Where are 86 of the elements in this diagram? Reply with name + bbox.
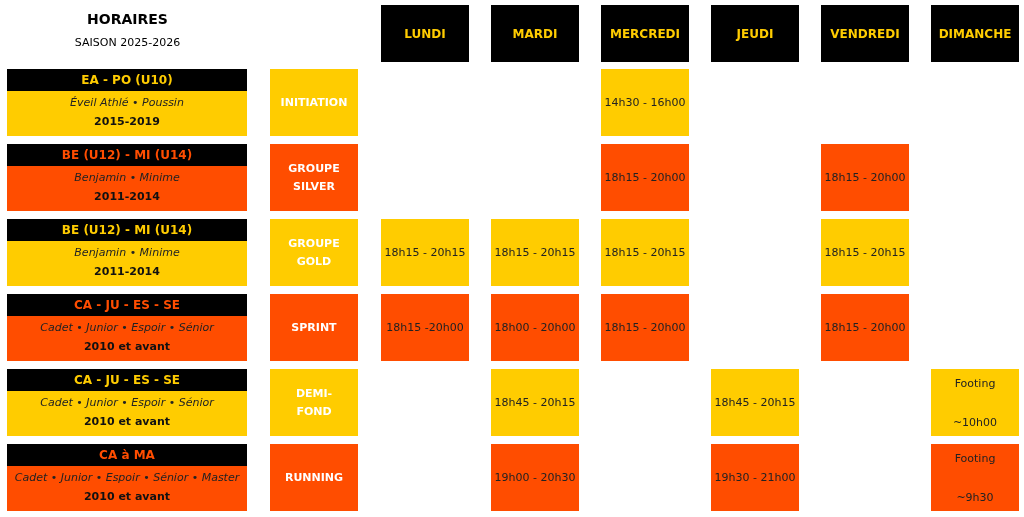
time-slot: [601, 219, 689, 286]
time-text: ~10h00: [952, 415, 998, 429]
time-slot: [931, 369, 1019, 436]
time-text: 18h15 - 20h00: [824, 171, 906, 184]
group-box: [270, 444, 358, 511]
time-text: 14h30 - 16h00: [604, 96, 686, 109]
day-name: LUNDI: [404, 26, 446, 41]
category-code: CA à MA: [99, 448, 155, 462]
time-text: 18h15 - 20h15: [384, 246, 466, 259]
time-slot: [381, 294, 469, 361]
time-text: 18h15 - 20h15: [494, 246, 576, 259]
day-header: [601, 5, 689, 62]
time-slot: [821, 219, 909, 286]
category-names: Benjamin • Minime: [74, 246, 180, 259]
day-name: DIMANCHE: [938, 26, 1012, 41]
time-slot: [491, 219, 579, 286]
time-text: 18h00 - 20h00: [494, 321, 576, 334]
category-names: Éveil Athlé • Poussin: [70, 96, 184, 109]
time-slot: [821, 144, 909, 211]
time-text: ~9h30: [956, 490, 994, 504]
category-code: CA - JU - ES - SE: [74, 373, 180, 387]
time-text: 18h15 - 20h00: [604, 171, 686, 184]
day-header: [821, 5, 909, 62]
time-slot: [491, 369, 579, 436]
group-name: RUNNING: [283, 469, 345, 486]
category-code: EA - PO (U10): [81, 73, 173, 87]
time-text: 18h15 - 20h00: [604, 321, 686, 334]
day-header: [711, 5, 799, 62]
time-text: 18h15 - 20h15: [604, 246, 686, 259]
time-text: 19h30 - 21h00: [714, 471, 796, 484]
day-header: [381, 5, 469, 62]
time-text: Footing: [954, 451, 996, 465]
day-name: VENDREDI: [830, 26, 900, 41]
category-card: [7, 144, 247, 211]
time-text: 18h45 - 20h15: [714, 396, 796, 409]
group-name: DEMI-FOND: [294, 385, 334, 420]
time-text: 18h15 -20h00: [386, 321, 464, 334]
group-name: SPRINT: [290, 319, 338, 336]
category-names: Cadet • Junior • Espoir • Sénior: [40, 396, 214, 409]
time-slot: [601, 294, 689, 361]
category-names: Cadet • Junior • Espoir • Sénior: [40, 321, 214, 334]
birth-years: 2010 et avant: [83, 340, 171, 353]
birth-years: 2010 et avant: [83, 415, 171, 428]
subtitle: SAISON 2025-2026: [73, 36, 182, 49]
time-slot: [491, 444, 579, 511]
category-names: Cadet • Junior • Espoir • Sénior • Master: [14, 471, 240, 484]
group-box: [270, 219, 358, 286]
day-name: MARDI: [512, 26, 558, 41]
group-name: GROUPE GOLD: [287, 235, 341, 270]
day-header: [491, 5, 579, 62]
day-name: JEUDI: [736, 26, 774, 41]
time-slot: [931, 444, 1019, 511]
time-text: Footing: [954, 376, 996, 390]
time-text: 19h00 - 20h30: [494, 471, 576, 484]
time-text: 18h15 - 20h00: [824, 321, 906, 334]
category-card: [7, 444, 247, 511]
time-slot: [601, 144, 689, 211]
day-name: MERCREDI: [609, 26, 681, 41]
category-code: BE (U12) - MI (U14): [61, 148, 193, 162]
category-code: CA - JU - ES - SE: [74, 298, 180, 312]
time-slot: [711, 369, 799, 436]
time-slot: [821, 294, 909, 361]
group-box: [270, 144, 358, 211]
title: HORAIRES: [86, 11, 169, 27]
birth-years: 2011-2014: [94, 265, 160, 278]
group-name: INITIATION: [279, 94, 349, 111]
time-slot: [491, 294, 579, 361]
time-text: 18h15 - 20h15: [824, 246, 906, 259]
time-slot: [601, 69, 689, 136]
time-slot: [711, 444, 799, 511]
birth-years: 2010 et avant: [83, 490, 171, 503]
category-code: BE (U12) - MI (U14): [61, 223, 193, 237]
time-text: 18h45 - 20h15: [494, 396, 576, 409]
category-card: [7, 294, 247, 361]
time-slot: [381, 219, 469, 286]
group-box: [270, 294, 358, 361]
day-header: [931, 5, 1019, 62]
group-box: [270, 69, 358, 136]
category-card: [7, 369, 247, 436]
birth-years: 2011-2014: [94, 190, 160, 203]
category-card: [7, 69, 247, 136]
birth-years: 2015-2019: [94, 115, 160, 128]
group-box: [270, 369, 358, 436]
category-card: [7, 219, 247, 286]
group-name: GROUPE SILVER: [287, 160, 341, 195]
category-names: Benjamin • Minime: [74, 171, 180, 184]
